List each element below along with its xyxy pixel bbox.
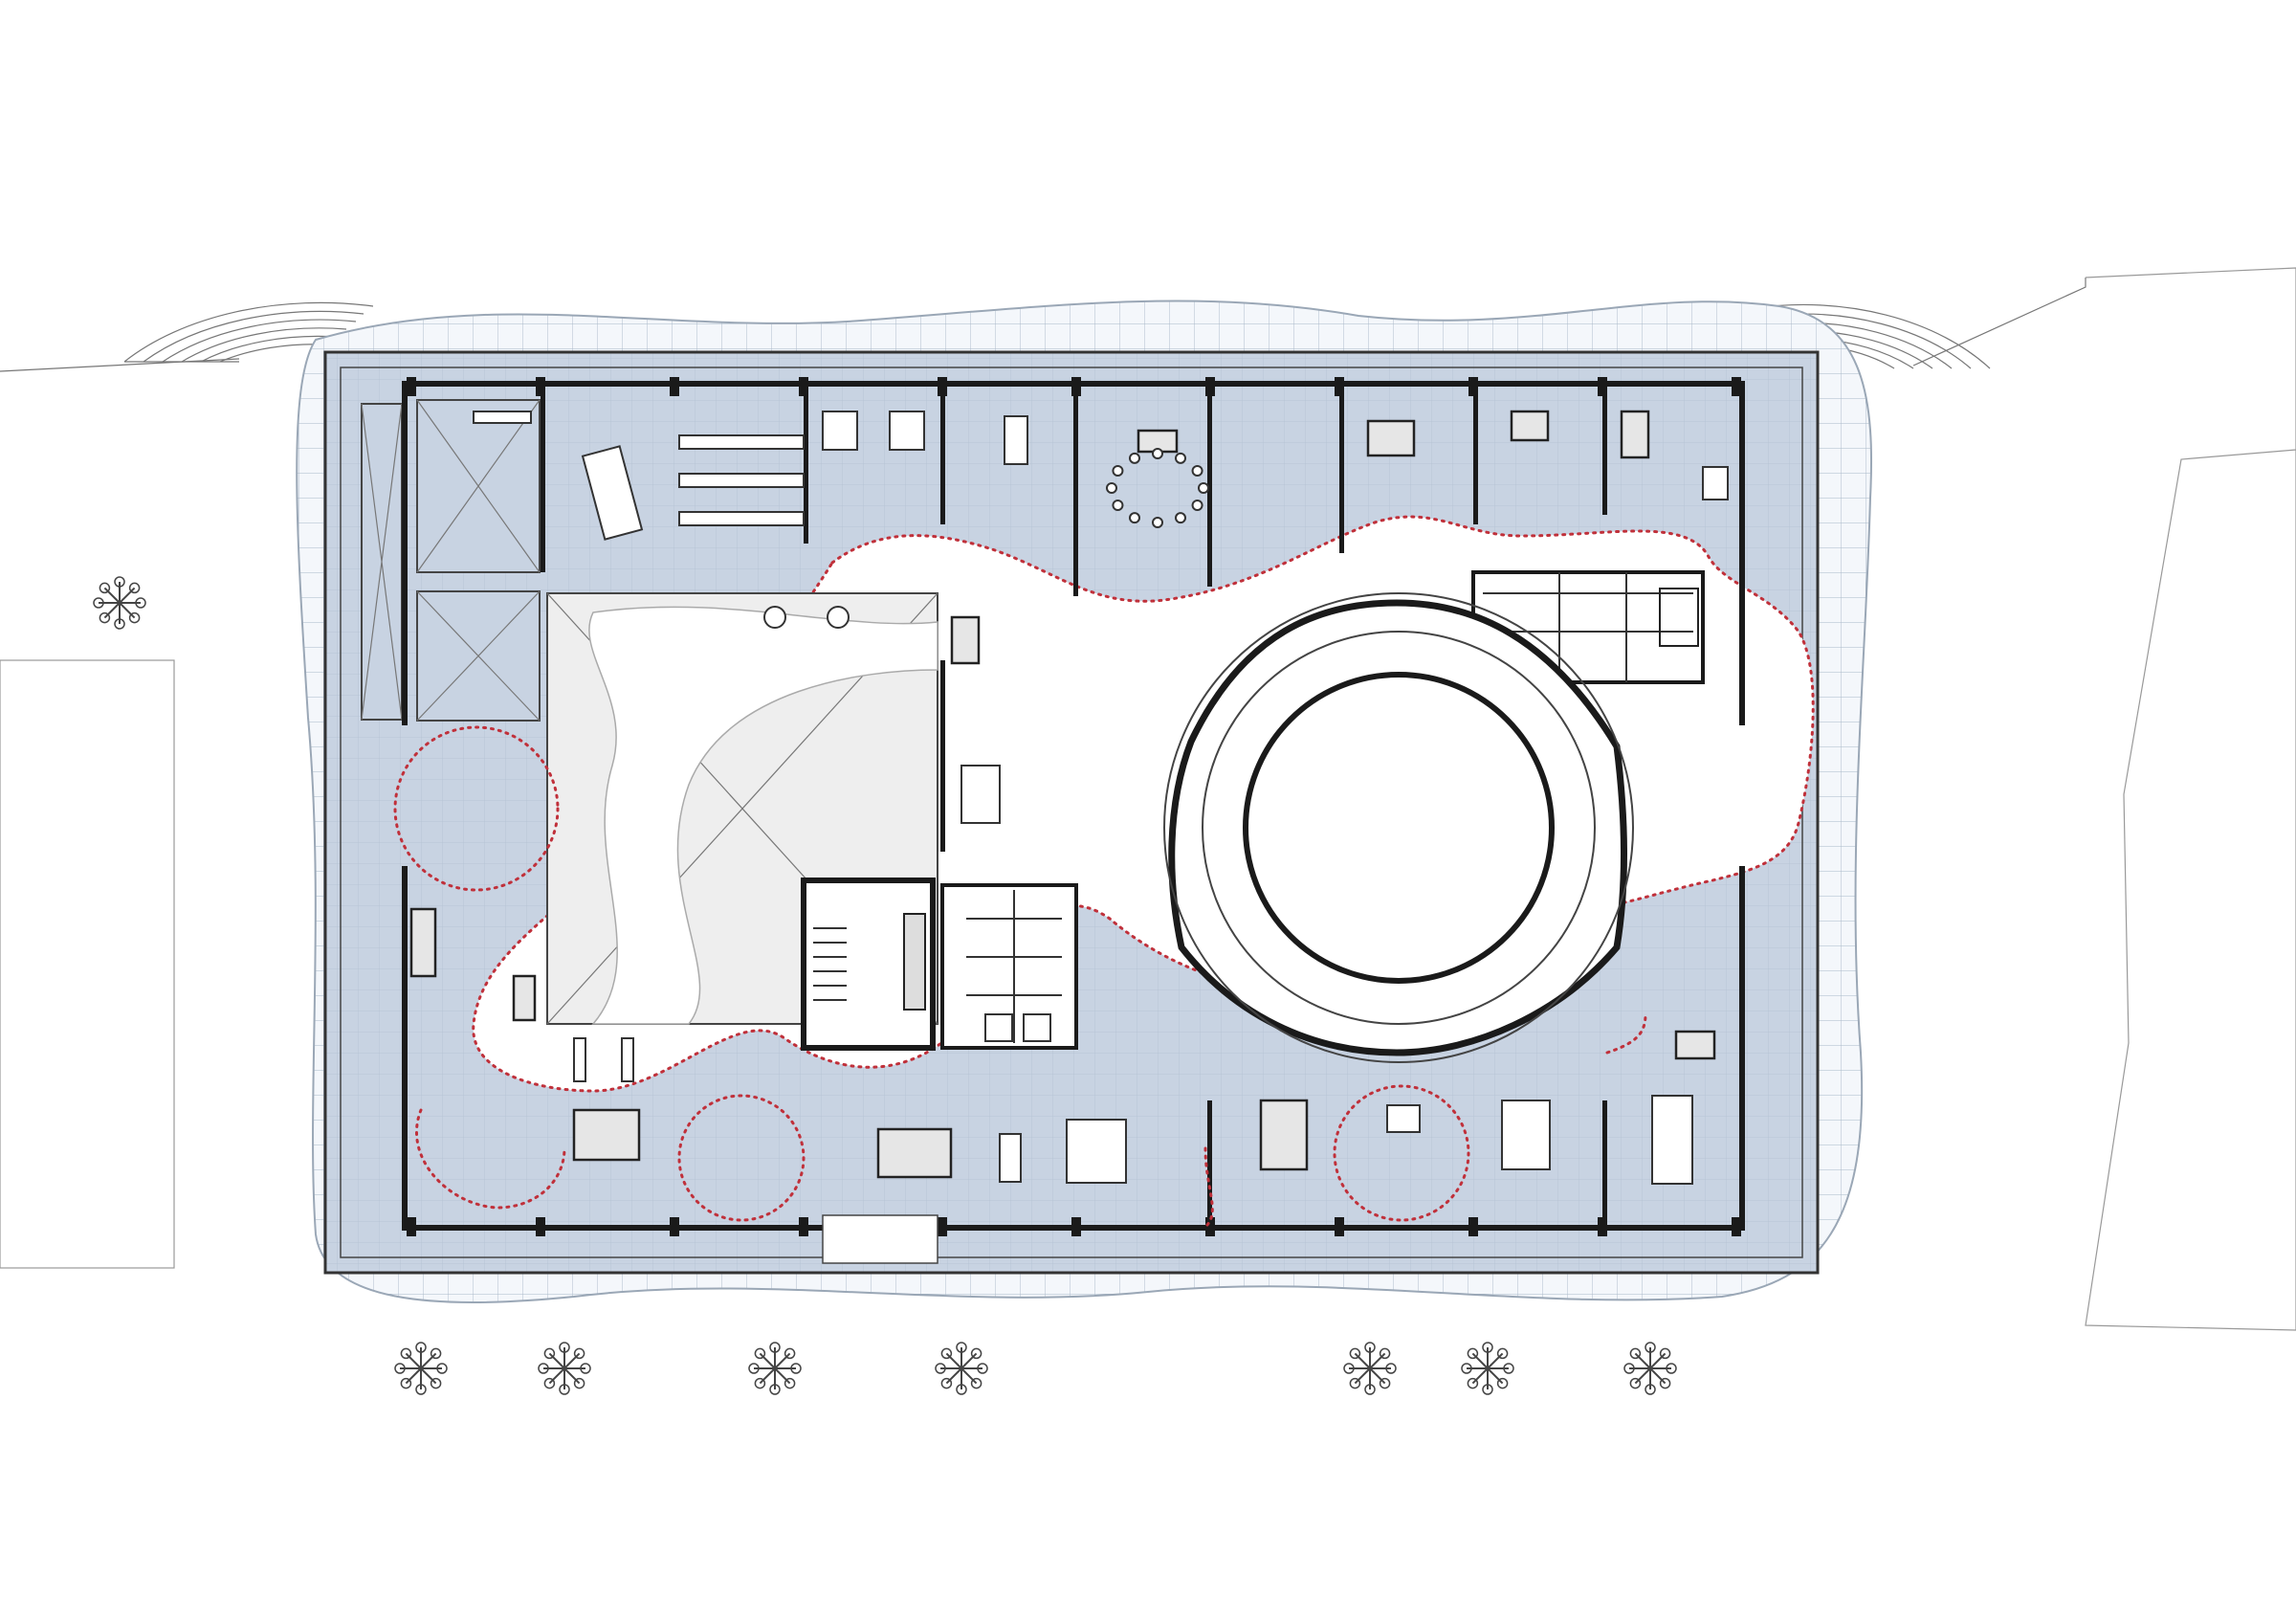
display-table	[1259, 1099, 1309, 1171]
column	[1205, 377, 1215, 396]
tree-icon	[93, 576, 146, 630]
neighbor-building-right	[2085, 267, 2296, 1331]
column	[407, 1217, 416, 1236]
seat	[1175, 512, 1186, 524]
column	[1335, 377, 1344, 396]
bench	[678, 511, 805, 526]
bench	[621, 1037, 634, 1082]
display-table	[1674, 1030, 1716, 1060]
column	[670, 377, 679, 396]
neighbor-building-left	[0, 659, 175, 1269]
display-table	[1510, 410, 1550, 442]
table	[1386, 1104, 1421, 1133]
seat	[1112, 465, 1124, 477]
entrance-stair	[822, 1214, 938, 1264]
seat	[1106, 482, 1117, 494]
display-table	[876, 1127, 953, 1179]
slab-inner-edge	[340, 367, 1803, 1258]
table-group	[960, 765, 1001, 824]
tree-icon	[394, 1342, 448, 1395]
column	[670, 1217, 679, 1236]
column	[1205, 1217, 1215, 1236]
display-table	[512, 974, 537, 1022]
table	[889, 411, 925, 451]
column	[799, 1217, 808, 1236]
seat	[1129, 452, 1140, 464]
display-table	[409, 907, 437, 978]
tree-icon	[1343, 1342, 1397, 1395]
bench	[999, 1133, 1022, 1183]
seat	[1191, 465, 1203, 477]
bench	[678, 473, 805, 488]
curtain-circle-bottom-2	[1333, 1084, 1470, 1222]
table	[822, 411, 858, 451]
column	[407, 377, 416, 396]
display-curtains	[393, 725, 1647, 1227]
site-context	[0, 267, 2296, 1331]
display-table	[1620, 410, 1650, 459]
table	[1702, 466, 1729, 500]
bench	[678, 434, 805, 450]
column	[1468, 1217, 1478, 1236]
column	[1732, 1217, 1741, 1236]
display-table	[1366, 419, 1416, 457]
seat	[1129, 512, 1140, 524]
seat	[1191, 500, 1203, 511]
seating-circle	[1106, 448, 1209, 528]
columns-bottom-row	[407, 1217, 1741, 1236]
tree-icon	[538, 1342, 591, 1395]
column	[1468, 377, 1478, 396]
seat	[1152, 517, 1163, 528]
seat	[1198, 482, 1209, 494]
tree-icon	[1623, 1342, 1677, 1395]
trees	[93, 576, 1677, 1395]
columns-top-row	[407, 377, 1741, 396]
installation	[1066, 1119, 1127, 1184]
column	[536, 377, 545, 396]
curtain-circle-left	[393, 725, 560, 892]
curtain-circle-bottom-1	[677, 1094, 806, 1222]
seat	[1175, 452, 1186, 464]
column	[1335, 1217, 1344, 1236]
column	[1732, 377, 1741, 396]
display-table	[572, 1108, 641, 1162]
installation	[581, 445, 644, 541]
tree-icon	[748, 1342, 802, 1395]
column	[1598, 1217, 1607, 1236]
site-boundary-line-left	[0, 358, 240, 372]
column	[938, 1217, 947, 1236]
column	[536, 1217, 545, 1236]
seat	[1152, 448, 1163, 459]
seat	[1112, 500, 1124, 511]
column	[1071, 1217, 1081, 1236]
ring-auditorium	[1163, 592, 1634, 1063]
tree-icon	[935, 1342, 988, 1395]
service-block-top-left	[361, 399, 541, 722]
bench	[573, 1037, 586, 1082]
installation	[1501, 1100, 1551, 1170]
core	[801, 878, 1078, 1051]
bench	[1004, 415, 1028, 465]
tree-icon	[1461, 1342, 1514, 1395]
amphitheatre-left	[123, 301, 374, 363]
column	[1598, 377, 1607, 396]
furniture	[409, 410, 1729, 1264]
column	[938, 377, 947, 396]
display-table	[950, 615, 981, 665]
site-boundary-line-right	[1912, 278, 2086, 367]
column	[1071, 377, 1081, 396]
table	[1651, 1095, 1693, 1185]
column	[799, 377, 808, 396]
